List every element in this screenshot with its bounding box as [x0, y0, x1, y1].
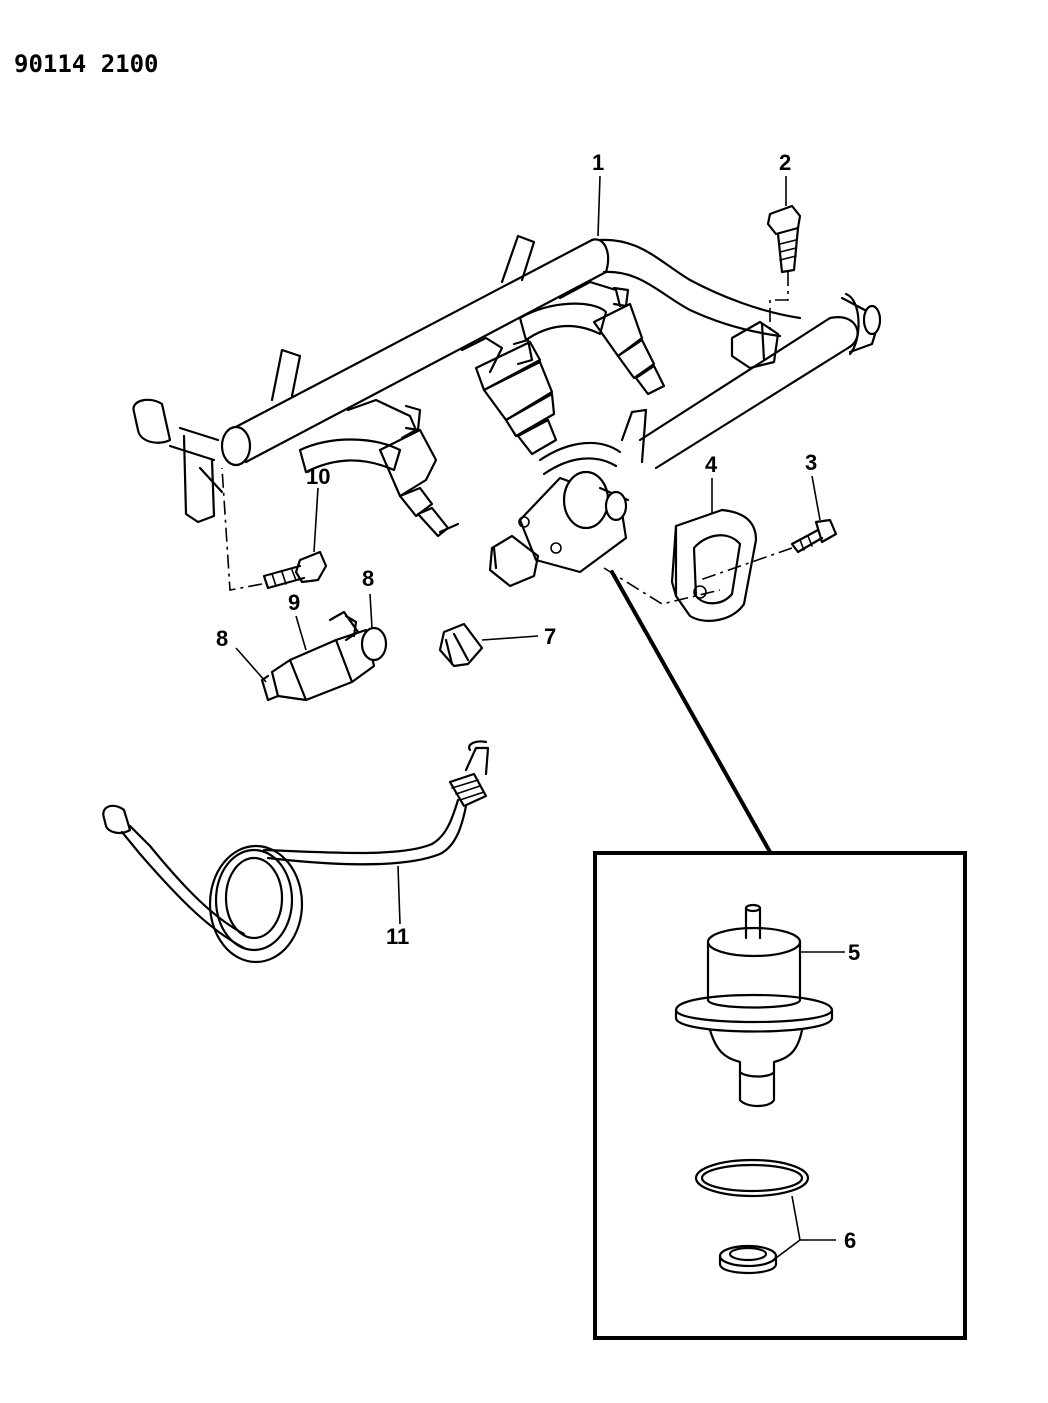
callout-6: 6 — [844, 1228, 856, 1253]
callout-11: 11 — [386, 924, 409, 949]
fuel-pressure-regulator-part-5 — [674, 903, 834, 1108]
callout-3: 3 — [805, 450, 817, 475]
fuel-rail-assembly — [132, 234, 882, 588]
injector-clip-part-7 — [438, 622, 484, 668]
callout-2: 2 — [779, 150, 791, 175]
rail-bolt-part-2 — [766, 204, 802, 330]
regulator-screw-part-3 — [699, 518, 838, 581]
inset-frame — [593, 851, 967, 1340]
fuel-hose-part-11 — [102, 740, 490, 964]
inset-leader-line — [610, 570, 772, 854]
installed-injector-center — [460, 336, 622, 476]
callout-5: 5 — [848, 940, 860, 965]
callout-leaders — [235, 175, 845, 1259]
fuel-injector-part-9 — [260, 610, 388, 702]
installed-injector-rear-right — [518, 280, 666, 396]
callout-8-upper: 8 — [362, 566, 374, 591]
diagram-reference-number: 90114 2100 — [14, 50, 159, 78]
callout-7: 7 — [544, 624, 556, 649]
regulator-gasket-part-4 — [603, 508, 758, 622]
callout-4: 4 — [705, 452, 718, 477]
installed-injector-rear-left — [298, 398, 460, 538]
callout-8-lower: 8 — [216, 626, 228, 651]
rail-bolt-part-10 — [221, 467, 328, 591]
callout-9: 9 — [288, 590, 300, 615]
o-ring-kit-part-6 — [694, 1158, 810, 1274]
callout-10: 10 — [306, 464, 330, 489]
callout-1: 1 — [592, 150, 604, 175]
